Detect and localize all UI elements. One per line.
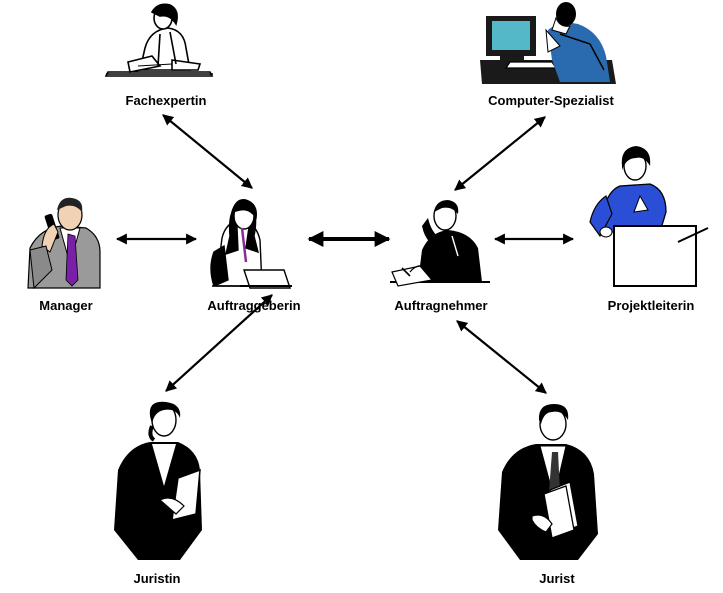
connector-arrows xyxy=(115,114,575,394)
arrow-computer-spezialist-auftragnehmer xyxy=(454,116,546,191)
manager-on-phone-icon xyxy=(27,197,101,290)
label-manager: Manager xyxy=(39,298,93,313)
woman-presenting-flipchart-icon xyxy=(589,146,709,287)
label-juristin: Juristin xyxy=(133,571,181,586)
man-at-computer-icon xyxy=(480,2,616,84)
label-jurist: Jurist xyxy=(539,571,575,586)
label-projektleiterin: Projektleiterin xyxy=(607,298,695,313)
woman-holding-folder-icon xyxy=(114,401,202,560)
label-auftragnehmer: Auftragnehmer xyxy=(394,298,488,313)
arrow-fachexpertin-auftraggeberin xyxy=(162,114,253,189)
label-auftraggeberin: Auftraggeberin xyxy=(207,298,301,313)
arrow-auftragnehmer-jurist xyxy=(456,320,547,394)
arrow-auftraggeberin-juristin xyxy=(165,294,273,392)
label-fachexpertin: Fachexpertin xyxy=(125,93,207,108)
label-computer-spezialist: Computer-Spezialist xyxy=(488,93,614,108)
woman-writing-at-desk-icon xyxy=(104,3,214,77)
woman-with-laptop-icon xyxy=(210,199,292,289)
man-holding-documents-icon xyxy=(498,404,598,560)
man-on-phone-writing-icon xyxy=(390,200,490,287)
